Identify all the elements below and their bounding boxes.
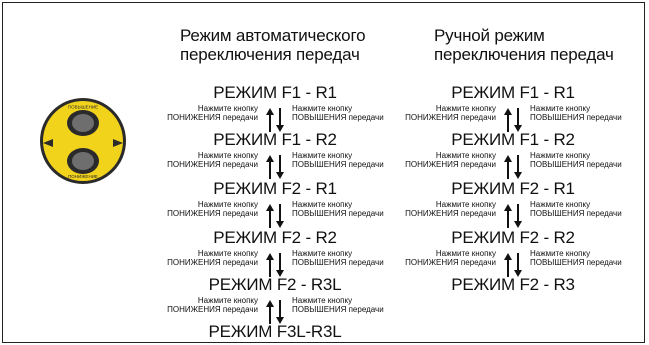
auto-column-title: Режим автоматического переключения перед…	[180, 26, 366, 64]
up-down-arrows-icon	[504, 155, 522, 179]
up-down-arrows-icon	[266, 300, 284, 324]
up-down-arrows-icon	[504, 253, 522, 277]
up-down-arrows-icon	[266, 204, 284, 228]
auto-mode-2: РЕЖИМ F1 - R2	[213, 130, 337, 149]
auto-mode-6: РЕЖИМ F3L-R3L	[208, 322, 342, 341]
auto-mode-5: РЕЖИМ F2 - R3L	[208, 275, 342, 294]
auto-mode-3: РЕЖИМ F2 - R1	[213, 179, 337, 198]
manual-mode-1: РЕЖИМ F1 - R1	[451, 83, 575, 102]
gear-shift-knob-icon: ПОВЫШЕНИЕ ПОНИЖЕНИЕ	[40, 98, 126, 184]
up-down-arrows-icon	[504, 108, 522, 132]
up-down-arrows-icon	[266, 108, 284, 132]
up-down-arrows-icon	[266, 253, 284, 277]
knob-up-label: ПОВЫШЕНИЕ	[68, 105, 98, 110]
up-down-arrows-icon	[266, 155, 284, 179]
manual-column-title: Ручной режим переключения передач	[434, 26, 614, 64]
manual-mode-4: РЕЖИМ F2 - R2	[451, 228, 575, 247]
knob-down-label: ПОНИЖЕНИЕ	[68, 174, 98, 179]
manual-mode-3: РЕЖИМ F2 - R1	[451, 179, 575, 198]
auto-mode-1: РЕЖИМ F1 - R1	[213, 83, 337, 102]
manual-mode-2: РЕЖИМ F1 - R2	[451, 130, 575, 149]
manual-mode-5: РЕЖИМ F2 - R3	[451, 275, 575, 294]
auto-mode-4: РЕЖИМ F2 - R2	[213, 228, 337, 247]
up-down-arrows-icon	[504, 204, 522, 228]
